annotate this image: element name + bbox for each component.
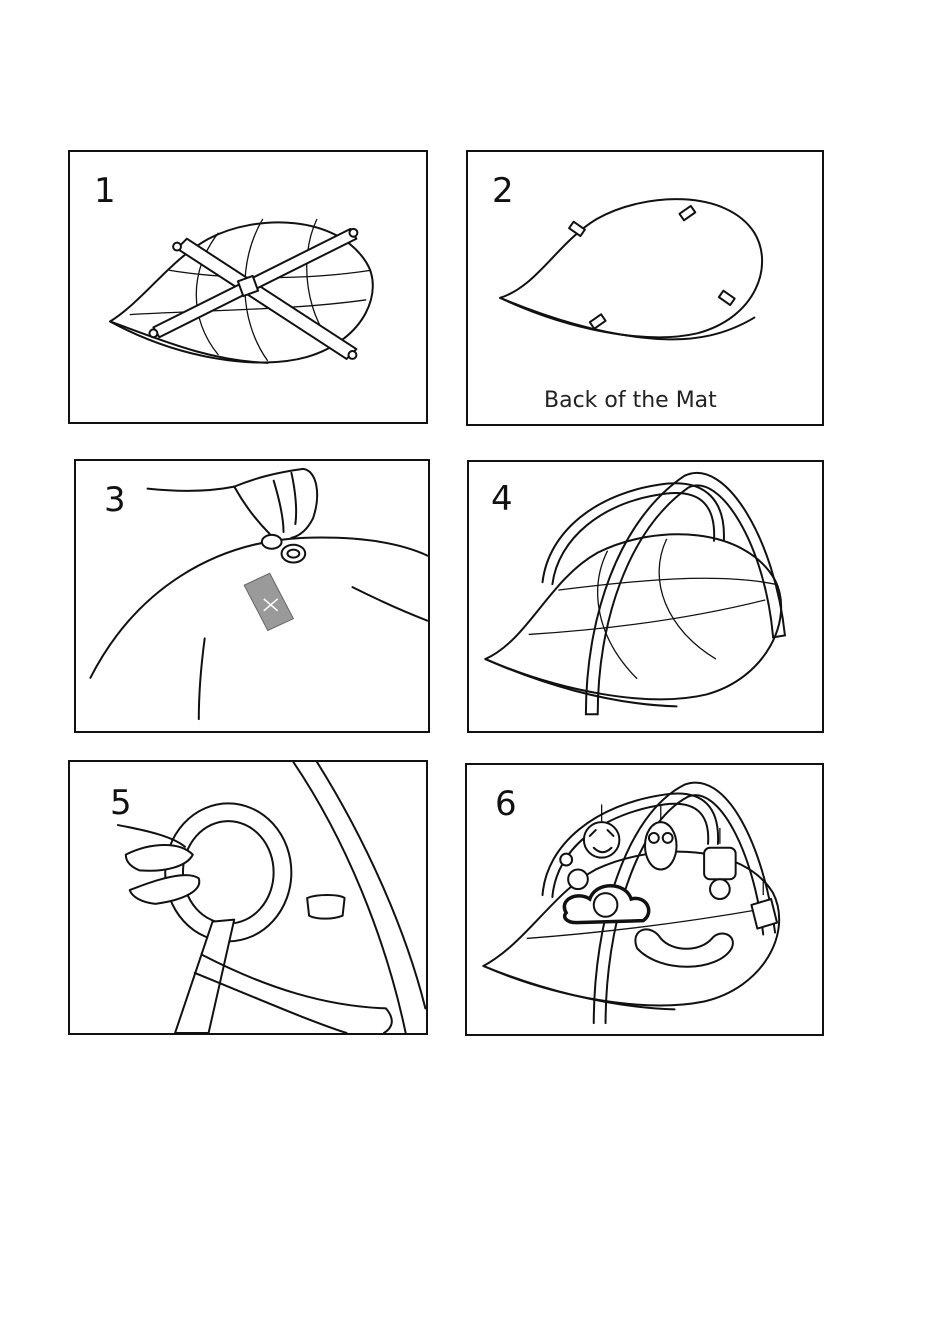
step-5-panel: 5 bbox=[68, 760, 428, 1035]
step-1-panel: 1 bbox=[68, 150, 428, 424]
hand-inserting-arch-icon bbox=[70, 762, 426, 1033]
step-3-panel: 3 bbox=[74, 459, 430, 733]
step-2-panel: 2 Back of the Mat bbox=[466, 150, 824, 426]
mat-with-crossed-arches-icon bbox=[70, 152, 426, 422]
step-4-panel: 4 bbox=[467, 460, 824, 733]
mat-with-raised-arches-icon bbox=[469, 462, 822, 731]
gym-with-hanging-toys-icon bbox=[467, 765, 822, 1034]
step-6-panel: 6 bbox=[465, 763, 824, 1036]
mat-back-clips-icon bbox=[468, 152, 822, 424]
back-of-mat-caption: Back of the Mat bbox=[544, 388, 717, 413]
hand-attaching-clip-icon bbox=[76, 461, 428, 731]
